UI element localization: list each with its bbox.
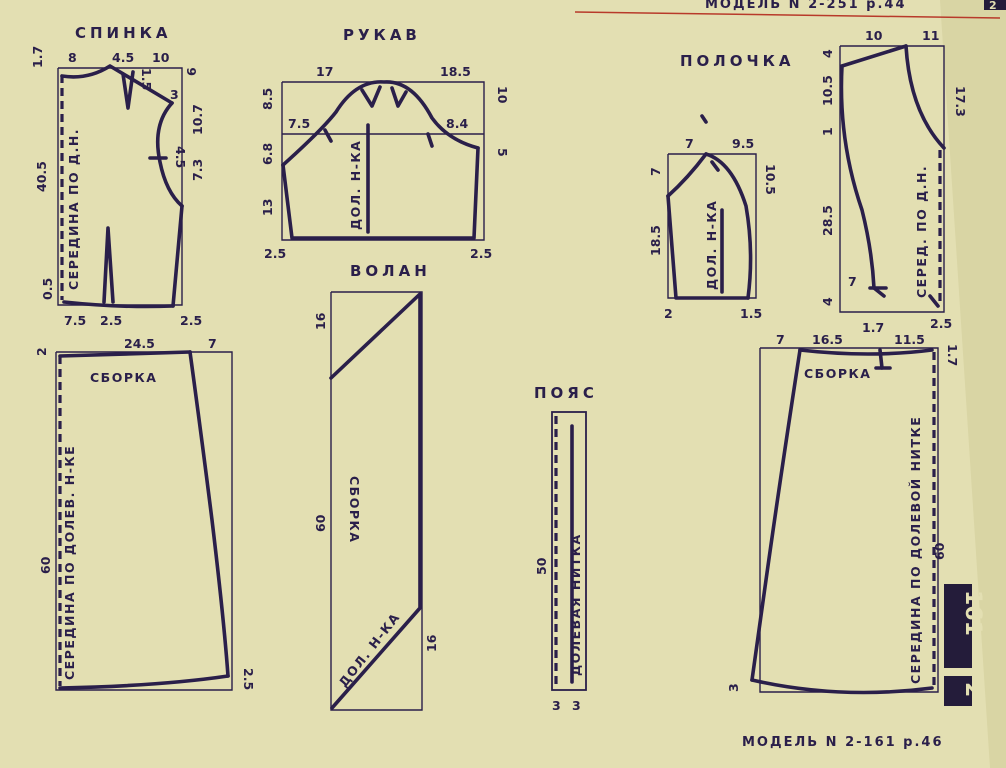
- spinka-dim-bottom-75: 7.5: [64, 313, 86, 328]
- skirt-back-center-label: СЕРЕДИНА ПО ДОЛЕВ. Н-КЕ: [62, 445, 77, 680]
- polochka-top-dim-bottom-15: 1.5: [740, 306, 762, 321]
- rukav-dim-left-85: 8.5: [260, 88, 275, 110]
- skirt-back-dim-left-60: 60: [38, 556, 53, 574]
- polochka-piece: СЕРЕД. ПО Д.Н. 10 11 4 17.3 10.5 1 28.5 …: [820, 28, 968, 331]
- skirt-back-dim-top-2: 2: [34, 347, 49, 356]
- polochka-dim-left-4b: 4: [820, 297, 835, 306]
- skirt-front-dim-right-60: 60: [932, 542, 947, 560]
- spinka-dim-side-107: 10.7: [190, 104, 205, 135]
- skirt-front-center-label: СЕРЕДИНА ПО ДОЛЕВОЙ НИТКЕ: [908, 416, 923, 684]
- polochka-center-label: СЕРЕД. ПО Д.Н.: [914, 165, 929, 298]
- polochka-dim-left-285: 28.5: [820, 205, 835, 236]
- rukav-dim-top-17: 17: [316, 64, 333, 79]
- spinka-title: СПИНКА: [75, 24, 172, 42]
- spinka-dim-bottom-left: 0.5: [40, 278, 55, 300]
- spinka-dim-top-8: 8: [68, 50, 77, 65]
- rukav-dim-left-68: 6.8: [260, 143, 275, 165]
- volan-title: ВОЛАН: [350, 262, 431, 280]
- skirt-front-dim-bottom-3: 3: [726, 683, 741, 692]
- volan-dim-left-60: 60: [313, 514, 328, 532]
- rukav-dim-right-5: 5: [495, 148, 510, 157]
- polochka-dim-mid-7: 7: [848, 274, 857, 289]
- page-badge: 161 2: [944, 584, 985, 706]
- spinka-dim-left-405: 40.5: [34, 161, 49, 192]
- skirt-front-piece: СБОРКА СЕРЕДИНА ПО ДОЛЕВОЙ НИТКЕ 7 16.5 …: [726, 320, 960, 695]
- polochka-dim-top-11: 11: [922, 28, 939, 43]
- skirt-front-dim-top-17: 1.7: [862, 320, 884, 335]
- badge-number-box: [944, 584, 972, 668]
- polochka-top-dim-left-185: 18.5: [648, 225, 663, 256]
- header: МОДЕЛЬ N 2-251 p.44 2: [574, 0, 1006, 19]
- poyas-dim-left-50: 50: [534, 557, 549, 575]
- polochka-top-grain-label: ДОЛ. Н-КА: [704, 200, 719, 290]
- badge-digit-box: [944, 676, 972, 706]
- spinka-piece: СПИНКА 1.7 8 4.5 10 6 1.5 3 10.7 4.5 7.3…: [30, 24, 205, 328]
- polochka-dim-bottom-25: 2.5: [930, 316, 952, 331]
- skirt-front-dim-right-17: 1.7: [945, 344, 960, 366]
- polochka-top-dim-top-7: 7: [685, 136, 694, 151]
- spinka-dim-side-73: 7.3: [190, 159, 205, 181]
- polochka-top-dim-bottom-2: 2: [664, 306, 673, 321]
- spinka-dim-top-10: 10: [152, 50, 170, 65]
- spinka-dim-top-left: 1.7: [30, 46, 45, 68]
- skirt-back-dim-top-7: 7: [208, 336, 217, 351]
- poyas-dim-bottom-3b: 3: [572, 698, 581, 713]
- skirt-back-piece: СБОРКА СЕРЕДИНА ПО ДОЛЕВ. Н-КЕ 2 24.5 7 …: [34, 336, 256, 691]
- poyas-title: ПОЯС: [534, 384, 598, 402]
- rukav-dim-bottom-25b: 2.5: [470, 246, 492, 261]
- polochka-top-dim-right-105: 10.5: [763, 164, 778, 195]
- corner-digit: 2: [989, 0, 997, 12]
- polochka-top-dim-top-95: 9.5: [732, 136, 754, 151]
- skirt-back-dim-top-245: 24.5: [124, 336, 155, 351]
- volan-gather-label: СБОРКА: [347, 476, 362, 543]
- rukav-dim-right-10: 10: [495, 86, 510, 104]
- skirt-front-dim-top-7: 7: [776, 332, 785, 347]
- polochka-dim-left-1: 1: [820, 127, 835, 136]
- polochka-dim-left-105: 10.5: [820, 75, 835, 106]
- badge-number: 161: [960, 590, 985, 636]
- poyas-grain-label: ДОЛЕВАЯ НИТКА: [568, 533, 583, 676]
- top-model-label: МОДЕЛЬ N 2-251 p.44: [705, 0, 907, 12]
- spinka-dim-top-right: 6: [184, 67, 199, 76]
- spinka-dim-bottom-25a: 2.5: [100, 313, 122, 328]
- spinka-center-label: СЕРЕДИНА ПО Д.Н.: [66, 128, 81, 290]
- polochka-top-piece: ПОЛОЧКА ДОЛ. Н-КА 7 9.5 7 10.5 18.5 2 1.…: [648, 52, 795, 321]
- rukav-dim-top-185: 18.5: [440, 64, 471, 79]
- polochka-title: ПОЛОЧКА: [680, 52, 795, 70]
- rukav-dim-right-84: 8.4: [446, 116, 468, 131]
- volan-dim-right-16: 16: [424, 634, 439, 652]
- polochka-dim-left-4: 4: [820, 49, 835, 58]
- spinka-dim-dart-15: 1.5: [139, 68, 154, 90]
- poyas-piece: ПОЯС ДОЛЕВАЯ НИТКА 50 3 3: [534, 384, 598, 713]
- spinka-dim-bottom-25b: 2.5: [180, 313, 202, 328]
- skirt-back-dim-bottom-25: 2.5: [241, 668, 256, 690]
- polochka-dim-top-10: 10: [865, 28, 883, 43]
- rukav-dim-left-13: 13: [260, 199, 275, 216]
- rukav-grain-label: ДОЛ. Н-КА: [348, 140, 363, 230]
- volan-dim-top-16: 16: [313, 312, 328, 330]
- poyas-dim-bottom-3a: 3: [552, 698, 561, 713]
- skirt-front-dim-top-115: 11.5: [894, 332, 925, 347]
- skirt-front-gather-label: СБОРКА: [804, 366, 871, 381]
- rukav-title: РУКАВ: [343, 26, 421, 44]
- skirt-front-dim-top-165: 16.5: [812, 332, 843, 347]
- badge-digit: 2: [960, 682, 985, 697]
- rukav-piece: РУКАВ ДОЛ. Н-КА 17 18.5 8.5 10 7.5 8.4 6…: [260, 26, 510, 261]
- rukav-dim-left-75: 7.5: [288, 116, 310, 131]
- spinka-dim-side-3: 3: [170, 87, 179, 102]
- spinka-dim-mark-45: 4.5: [173, 146, 188, 168]
- rukav-dim-bottom-25a: 2.5: [264, 246, 286, 261]
- corner-badge: [984, 0, 1006, 10]
- polochka-dim-right-173: 17.3: [953, 86, 968, 117]
- skirt-back-gather-label: СБОРКА: [90, 370, 157, 385]
- footer-model-label: МОДЕЛЬ N 2-161 p.46: [742, 735, 944, 750]
- spinka-dim-top-45: 4.5: [112, 50, 134, 65]
- polochka-top-dim-left-7: 7: [648, 167, 663, 176]
